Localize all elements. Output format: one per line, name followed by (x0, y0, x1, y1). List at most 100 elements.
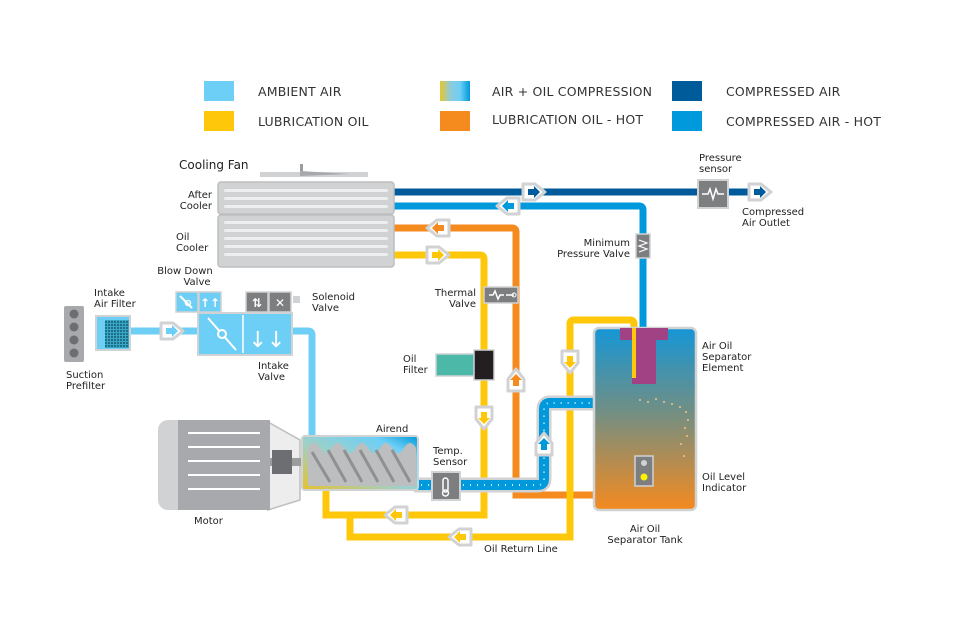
temp-sensor (431, 471, 461, 501)
oil-level-indicator-label-line2: Indicator (702, 483, 747, 494)
motor-label: Motor (194, 516, 223, 527)
flow-arrow-up-icon (506, 367, 526, 393)
flow-arrow-left-icon (495, 196, 521, 216)
temp-sensor-label-line1: Temp. (433, 446, 463, 457)
legend-label-ambient-air: AMBIENT AIR (258, 84, 342, 99)
air-oil-separator-tank-label: Air Oil Separator Tank (595, 524, 695, 546)
oil-cooler (217, 214, 395, 268)
oil-filter-label-line2: Filter (403, 365, 428, 376)
separator-element-label-line1: Air Oil (702, 341, 733, 352)
suction-prefilter (64, 306, 84, 362)
compressed-air-outlet-label-line2: Air Outlet (742, 218, 790, 229)
separator-element-label-line2: Separator (702, 352, 752, 363)
air-oil-separator-element (620, 328, 668, 384)
svg-text:↓↓: ↓↓ (249, 328, 286, 353)
intake-valve-label: Intake Valve (258, 361, 289, 383)
minimum-pressure-valve-label-line1: Minimum (583, 238, 630, 249)
flow-arrow-down-icon (474, 405, 494, 431)
after-cooler (217, 181, 395, 215)
after-cooler-label-line1: After (187, 190, 212, 201)
oil-filter-label-line1: Oil (403, 354, 417, 365)
after-cooler-label-line2: Cooler (179, 201, 212, 212)
compressed-air-outlet-label: Compressed Air Outlet (742, 207, 804, 229)
legend-swatch-air-oil-compression (440, 81, 470, 101)
legend-swatch-ambient-air (204, 81, 234, 101)
legend-swatch-compressed-air (672, 81, 702, 101)
compressed-air-hot-pipe (394, 202, 647, 330)
pressure-sensor-label-line2: sensor (699, 164, 733, 175)
pressure-sensor (697, 179, 729, 209)
flow-arrow-up-icon (534, 431, 554, 457)
cooling-fan (260, 164, 368, 177)
legend-label-compressed-air-hot: COMPRESSED AIR - HOT (726, 114, 882, 129)
minimum-pressure-valve-label-line2: Pressure Valve (557, 249, 630, 260)
after-cooler-label: After Cooler (176, 190, 212, 212)
oil-return-line-label: Oil Return Line (484, 544, 558, 555)
solenoid-valve-label-line1: Solenoid (312, 292, 355, 303)
airend (301, 435, 419, 491)
flow-arrow-right-icon (159, 321, 185, 341)
legend-swatch-compressed-air-hot (672, 111, 702, 131)
oil-return-line-pipe (346, 316, 638, 541)
intake-air-filter-label-line2: Air Filter (94, 299, 136, 310)
oil-level-indicator-label: Oil Level Indicator (702, 472, 746, 494)
airend-label: Airend (376, 424, 409, 435)
legend-swatch-lubrication-oil-hot (440, 111, 470, 131)
thermal-valve-label-line1: Thermal (434, 288, 476, 299)
svg-text:⇅: ⇅ (252, 296, 262, 310)
blow-down-valve-label-line1: Blow Down (157, 266, 213, 277)
blow-down-valve-label: Blow Down Valve (145, 266, 225, 288)
minimum-pressure-valve (635, 233, 651, 259)
svg-text:✕: ✕ (275, 296, 285, 310)
thermal-valve-label-line2: Valve (448, 299, 476, 310)
oil-filter-label: Oil Filter (403, 354, 428, 376)
intake-valve: ↓↓ (197, 312, 293, 356)
blow-down-valve: ↑↑ (175, 291, 222, 313)
separator-element-label-line3: Element (702, 363, 744, 374)
oil-level-indicator (634, 455, 654, 487)
suction-prefilter-label-line1: Suction (66, 370, 104, 381)
intake-air-filter-label: Intake Air Filter (94, 288, 136, 310)
motor (158, 420, 304, 512)
intake-valve-label-line1: Intake (258, 361, 289, 372)
legend-label-compressed-air: COMPRESSED AIR (726, 84, 841, 99)
intake-air-filter-label-line1: Intake (94, 288, 125, 299)
solenoid-valve: ⇅ ✕ (245, 291, 300, 313)
flow-arrow-right-icon (521, 182, 547, 202)
separator-tank-label-line2: Separator Tank (607, 535, 683, 546)
suction-prefilter-label: Suction Prefilter (66, 370, 105, 392)
flow-arrow-left-icon (425, 218, 451, 238)
air-oil-separator-element-label: Air Oil Separator Element (702, 341, 751, 374)
blow-down-valve-label-line2: Valve (183, 277, 211, 288)
oil-cooler-label: Oil Cooler (176, 232, 208, 254)
pressure-sensor-label-line1: Pressure (699, 153, 742, 164)
solenoid-valve-label: Solenoid Valve (312, 292, 355, 314)
temp-sensor-label-line2: Sensor (433, 457, 468, 468)
temp-sensor-label: Temp. Sensor (433, 446, 467, 468)
legend-label-lubrication-oil: LUBRICATION OIL (258, 114, 369, 129)
flow-arrow-left-icon (447, 527, 473, 547)
separator-tank-label-line1: Air Oil (629, 524, 661, 535)
flow-arrow-down-icon (560, 349, 580, 375)
oil-cooler-label-line2: Cooler (176, 243, 209, 254)
oil-cooler-label-line1: Oil (176, 232, 190, 243)
intake-valve-label-line2: Valve (258, 372, 286, 383)
svg-text:↑↑: ↑↑ (200, 296, 220, 310)
flow-arrow-right-icon (747, 182, 773, 202)
hot-oil-pipe (394, 224, 598, 499)
flow-arrow-left-icon (383, 505, 409, 525)
legend-label-air-oil-compression: AIR + OIL COMPRESSION (492, 84, 653, 99)
legend-swatch-lubrication-oil (204, 111, 234, 131)
oil-level-indicator-label-line1: Oil Level (702, 472, 746, 483)
flow-arrow-right-icon (425, 245, 451, 265)
oil-mist-dots (639, 398, 689, 457)
suction-prefilter-label-line2: Prefilter (66, 381, 106, 392)
legend-label-lubrication-oil-hot: LUBRICATION OIL - HOT (492, 112, 644, 127)
cooling-fan-label: Cooling Fan (179, 158, 249, 172)
pressure-sensor-label: Pressure sensor (699, 153, 742, 175)
flow-arrows (159, 182, 773, 547)
thermal-valve (483, 286, 519, 304)
solenoid-valve-label-line2: Valve (312, 303, 340, 314)
intake-air-filter (95, 315, 131, 351)
